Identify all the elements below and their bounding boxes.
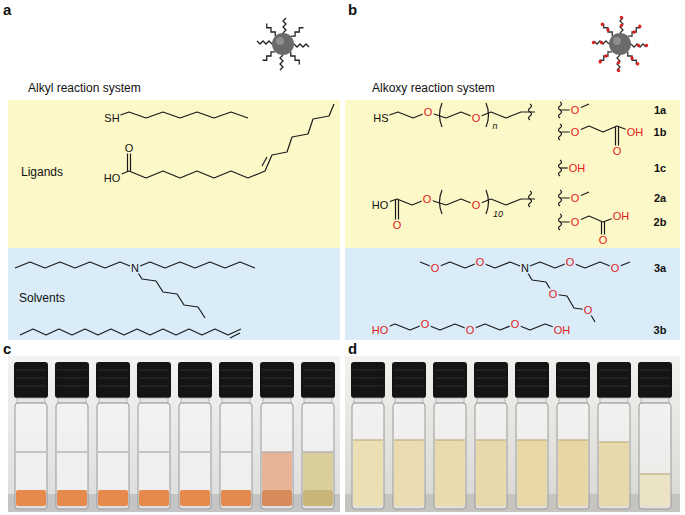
atom-label: O — [465, 325, 476, 336]
atom-label: O — [124, 143, 135, 154]
panel-letter: d — [348, 341, 357, 356]
atom-label: O — [570, 217, 581, 228]
structure-bonds — [15, 104, 334, 338]
compound-number: 1b — [653, 127, 668, 138]
repeat-bracket — [440, 103, 443, 127]
row-heading: Ligands — [20, 166, 64, 178]
meniscus — [16, 451, 333, 452]
atom-label: O — [570, 127, 581, 138]
atom-label: O — [423, 107, 434, 118]
repeat-bracket — [486, 103, 489, 127]
atom-label: SH — [103, 113, 120, 124]
double-bond — [395, 199, 396, 221]
orange-layer — [16, 490, 333, 506]
solvent-3a-bonds — [525, 268, 595, 322]
panel-letter: a — [3, 2, 11, 17]
octanethiol-bonds — [112, 112, 248, 118]
atom-label: O — [430, 263, 441, 274]
atom-label: OH — [626, 127, 645, 138]
compound-number: 1c — [653, 163, 667, 174]
solvent-band-fill — [8, 248, 340, 340]
structure-bonds — [380, 102, 633, 330]
double-bond — [130, 151, 131, 171]
atom-label: O — [610, 263, 621, 274]
atom-label: O — [570, 193, 581, 204]
nanoparticle-icon — [257, 18, 309, 70]
wavy-bond — [529, 191, 532, 207]
atom-label: O — [420, 319, 431, 330]
atom-label: OH — [612, 211, 631, 222]
atom-label: HS — [372, 113, 389, 124]
atom-label: O — [612, 146, 623, 157]
atom-label: OH — [568, 163, 587, 174]
atom-label: O — [471, 200, 482, 211]
yellow-solution — [353, 440, 670, 506]
solvent-band-fill — [345, 248, 680, 340]
ligand-band-fill — [8, 100, 340, 248]
octadecene-bonds — [20, 329, 241, 335]
atom-label: O — [548, 289, 559, 300]
panel-title: Alkyl reaction system — [28, 82, 141, 94]
solvent-band: O O N O O O O 3aHO O O O OH 3b — [345, 248, 680, 340]
vial-photo — [8, 356, 340, 512]
atom-label: O — [392, 220, 403, 231]
ligand-1-bonds — [381, 112, 535, 118]
row-heading: Solvents — [18, 292, 66, 304]
atom-label: N — [130, 263, 140, 274]
compound-number: 3a — [653, 263, 667, 274]
compound-number: 2b — [653, 217, 668, 228]
atom-label: O — [598, 235, 609, 246]
clear-layer — [16, 452, 333, 490]
ligand-2-bonds — [380, 199, 535, 205]
trioctylamine-bonds — [135, 262, 255, 268]
meniscus — [353, 440, 670, 474]
double-bond — [398, 199, 399, 221]
atom-label: O — [422, 194, 433, 205]
ligand-band: HSOOn1aO1bOOHO1cOHHOOOO102aO2bOOHO — [345, 100, 680, 248]
repeat-bracket — [440, 190, 443, 214]
repeat-subscript: 10 — [492, 210, 504, 219]
trioctylamine-bonds — [15, 262, 135, 268]
atom-label: HO — [371, 325, 390, 336]
double-bond — [127, 151, 128, 171]
oleic-acid-bonds — [112, 104, 334, 178]
double-bond — [262, 157, 267, 166]
ligand-band: Ligands SH HO O — [8, 100, 340, 248]
atom-label: O — [510, 319, 521, 330]
panel-letter: b — [348, 2, 357, 17]
repeat-bracket — [486, 190, 489, 214]
panel-letter: c — [3, 341, 11, 356]
trioctylamine-bonds — [135, 268, 205, 318]
atom-label: HO — [371, 200, 390, 211]
atom-label: O — [570, 105, 581, 116]
repeat-subscript: n — [491, 122, 498, 131]
atom-label: N — [520, 263, 530, 274]
panel-title: Alkoxy reaction system — [372, 82, 495, 94]
wavy-bond — [529, 104, 532, 120]
atom-label: OH — [553, 325, 572, 336]
compound-number: 3b — [653, 325, 668, 336]
nanoparticle-icon — [592, 16, 648, 72]
atom-label: O — [475, 257, 486, 268]
compound-number: 2a — [653, 193, 667, 204]
ligand-band-fill — [345, 100, 680, 248]
compound-number: 1a — [653, 105, 667, 116]
solvent-band: Solvents N — [8, 248, 340, 340]
atom-label: O — [565, 257, 576, 268]
atom-label: O — [471, 113, 482, 124]
atom-label: O — [583, 305, 594, 316]
vial-photo — [345, 356, 680, 512]
atom-label: HO — [103, 173, 122, 184]
double-bond — [230, 333, 240, 338]
